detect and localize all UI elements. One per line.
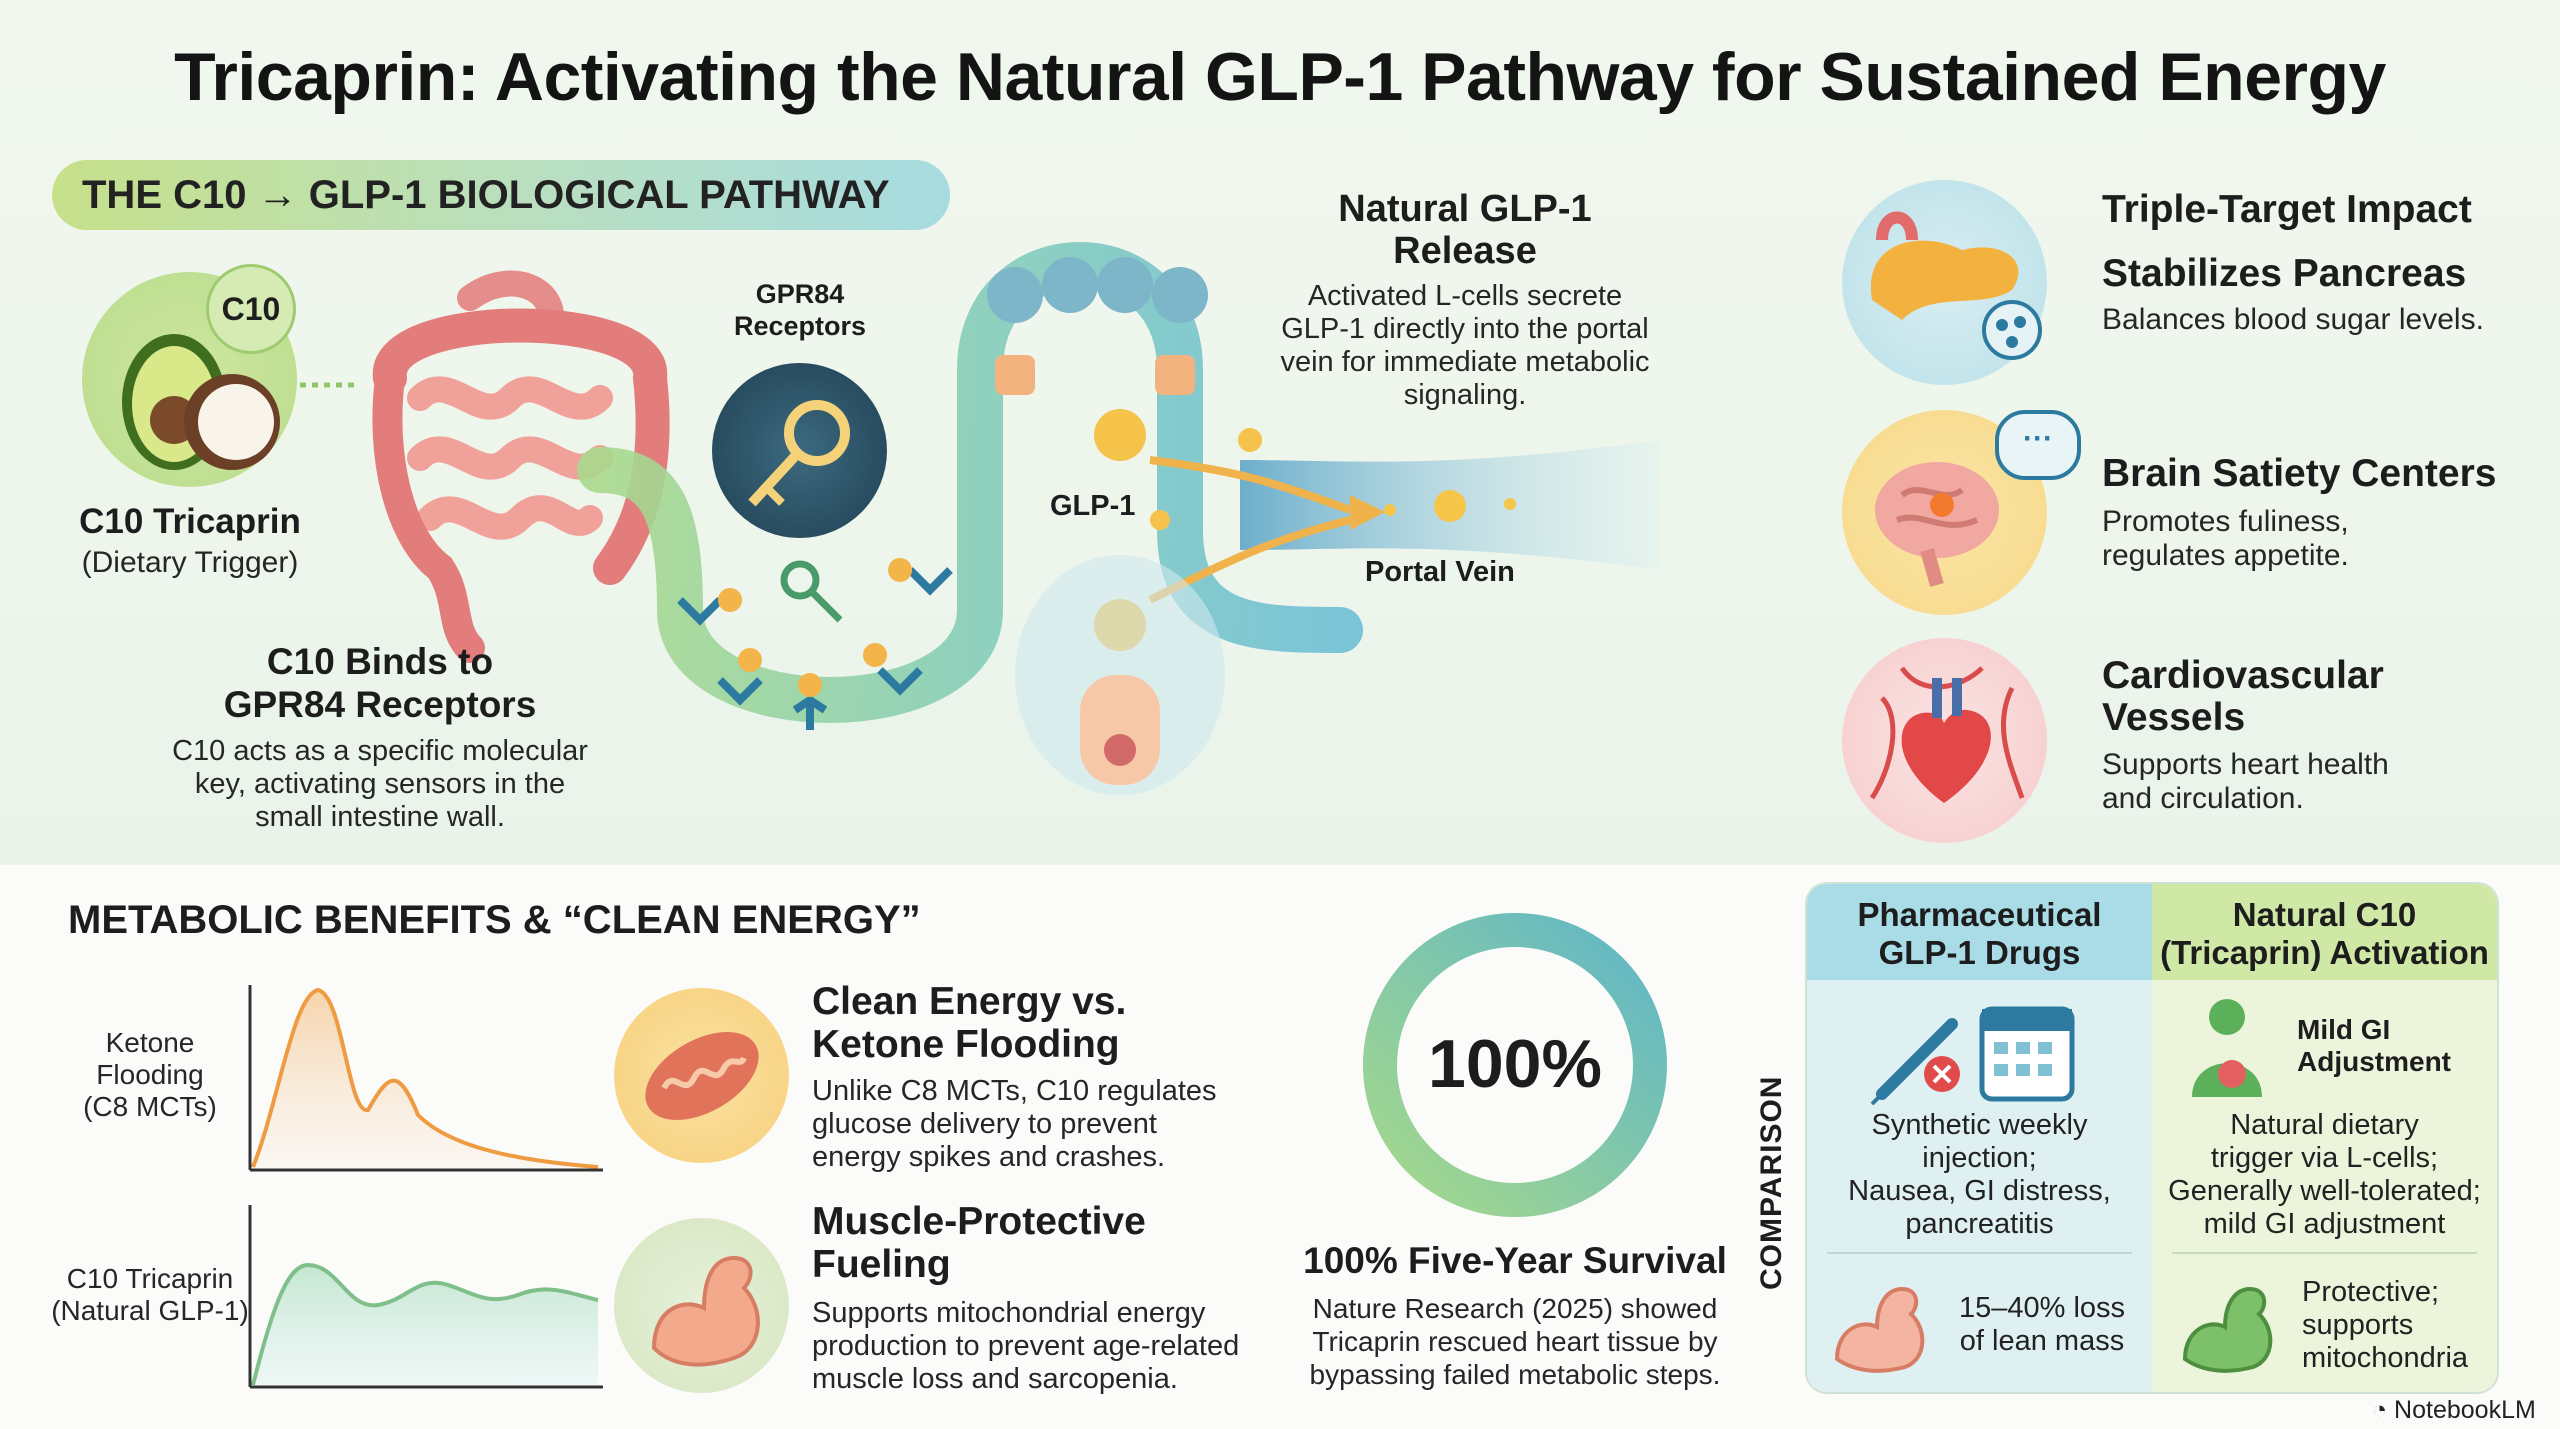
key-icon <box>712 363 887 538</box>
clean-energy-title: Clean Energy vs. Ketone Flooding <box>812 980 1127 1066</box>
muscle-title: Muscle-Protective Fueling <box>812 1200 1146 1286</box>
c10-steady-chart <box>248 1205 603 1389</box>
binds-title: C10 Binds to GPR84 Receptors <box>223 641 537 725</box>
mitochondria-icon <box>614 988 789 1163</box>
natural-title: Natural C10 (Tricaprin) Activation <box>2160 896 2489 971</box>
impact-1-text: Balances blood sugar levels. <box>2102 303 2484 336</box>
c10-subtitle: (Dietary Trigger) <box>81 546 299 579</box>
impact-3-text: Supports heart health and circulation. <box>2102 748 2389 815</box>
natural-muscle: Protective; supports mitochondria <box>2302 1276 2469 1374</box>
speech-bubble-icon: ··· <box>1995 410 2081 480</box>
binds-text: C10 acts as a specific molecular key, ac… <box>172 735 588 833</box>
footer-brand: ◔ NotebookLM <box>2372 1396 2536 1425</box>
chart-top-label: Ketone Flooding (C8 MCTs) <box>83 1027 217 1122</box>
impact-heading: Triple-Target Impact <box>2102 188 2472 231</box>
pancreas-icon <box>1842 180 2047 385</box>
pharma-divider <box>1827 1252 2132 1254</box>
comparison-label: COMPARISON <box>1755 1075 1788 1290</box>
strong-muscle-icon <box>2182 1286 2273 1373</box>
dotted-connector <box>300 382 360 388</box>
gpr84-label: GPR84 Receptors <box>733 279 867 341</box>
survival-value: 100% <box>1428 1026 1602 1102</box>
natural-divider <box>2172 1252 2477 1254</box>
clean-energy-text: Unlike C8 MCTs, C10 regulates glucose de… <box>812 1075 1217 1173</box>
c10-title: C10 Tricaprin <box>79 502 301 541</box>
pathway-banner: THE C10 → GLP-1 BIOLOGICAL PATHWAY <box>52 160 950 230</box>
impact-2-title: Brain Satiety Centers <box>2102 452 2497 495</box>
survival-ring-progress <box>1363 913 1667 1217</box>
person-stomach-icon <box>2192 999 2262 1097</box>
pathway-section-background <box>0 0 2560 865</box>
glp1-label: GLP-1 <box>1050 490 1136 522</box>
survival-title: 100% Five-Year Survival <box>1303 1240 1727 1281</box>
survival-ring <box>1363 913 1667 1217</box>
pharma-header <box>1807 884 2152 980</box>
brain-icon <box>1842 410 2047 615</box>
flexed-arm-icon <box>614 1218 789 1393</box>
pharma-effects: Synthetic weekly injection; Nausea, GI d… <box>1848 1109 2111 1240</box>
muscle-loss-icon <box>1834 1286 1925 1373</box>
release-text: Activated L-cells secrete GLP-1 directly… <box>1280 280 1650 411</box>
natural-header <box>2152 884 2497 980</box>
avocado-coconut-icon <box>82 272 297 487</box>
portal-vein-label: Portal Vein <box>1365 556 1515 588</box>
receptor-icon <box>888 558 953 596</box>
natural-effects: Natural dietary trigger via L-cells; Gen… <box>2168 1109 2481 1240</box>
impact-1-title: Stabilizes Pancreas <box>2102 252 2467 295</box>
impact-2-text: Promotes fuliness, regulates appetite. <box>2102 505 2349 572</box>
survival-text: Nature Research (2025) showed Tricaprin … <box>1309 1293 1721 1390</box>
l-cell-icon <box>1015 555 1225 795</box>
portal-vein <box>1240 440 1660 570</box>
muscle-text: Supports mitochondrial energy production… <box>812 1297 1240 1395</box>
l-cells-icon <box>987 257 1208 395</box>
chart-bottom-label: C10 Tricaprin (Natural GLP-1) <box>51 1263 249 1326</box>
syringe-calendar-icon <box>1870 1006 2075 1106</box>
footer-brand-text: NotebookLM <box>2394 1396 2536 1424</box>
pharma-title: Pharmaceutical GLP-1 Drugs <box>1857 896 2102 971</box>
page-title: Tricaprin: Activating the Natural GLP-1 … <box>174 39 2386 115</box>
receptor-icons <box>677 560 923 730</box>
release-title: Natural GLP-1 Release <box>1338 188 1592 272</box>
comparison-table: Pharmaceutical GLP-1 Drugs Natural C10 (… <box>1805 882 2499 1394</box>
ketone-flooding-chart <box>248 985 603 1172</box>
c10-badge: C10 <box>206 264 296 354</box>
benefits-heading: METABOLIC BENEFITS & “CLEAN ENERGY” <box>68 898 921 942</box>
impact-3-title: Cardiovascular Vessels <box>2102 654 2384 739</box>
pharma-muscle: 15–40% loss of lean mass <box>1958 1292 2126 1357</box>
intestine-icon <box>372 270 670 663</box>
heart-icon <box>1842 638 2047 843</box>
notebooklm-logo-icon: ◔ <box>2372 1396 2395 1424</box>
natural-gi-title: Mild GI Adjustment <box>2297 1014 2451 1077</box>
